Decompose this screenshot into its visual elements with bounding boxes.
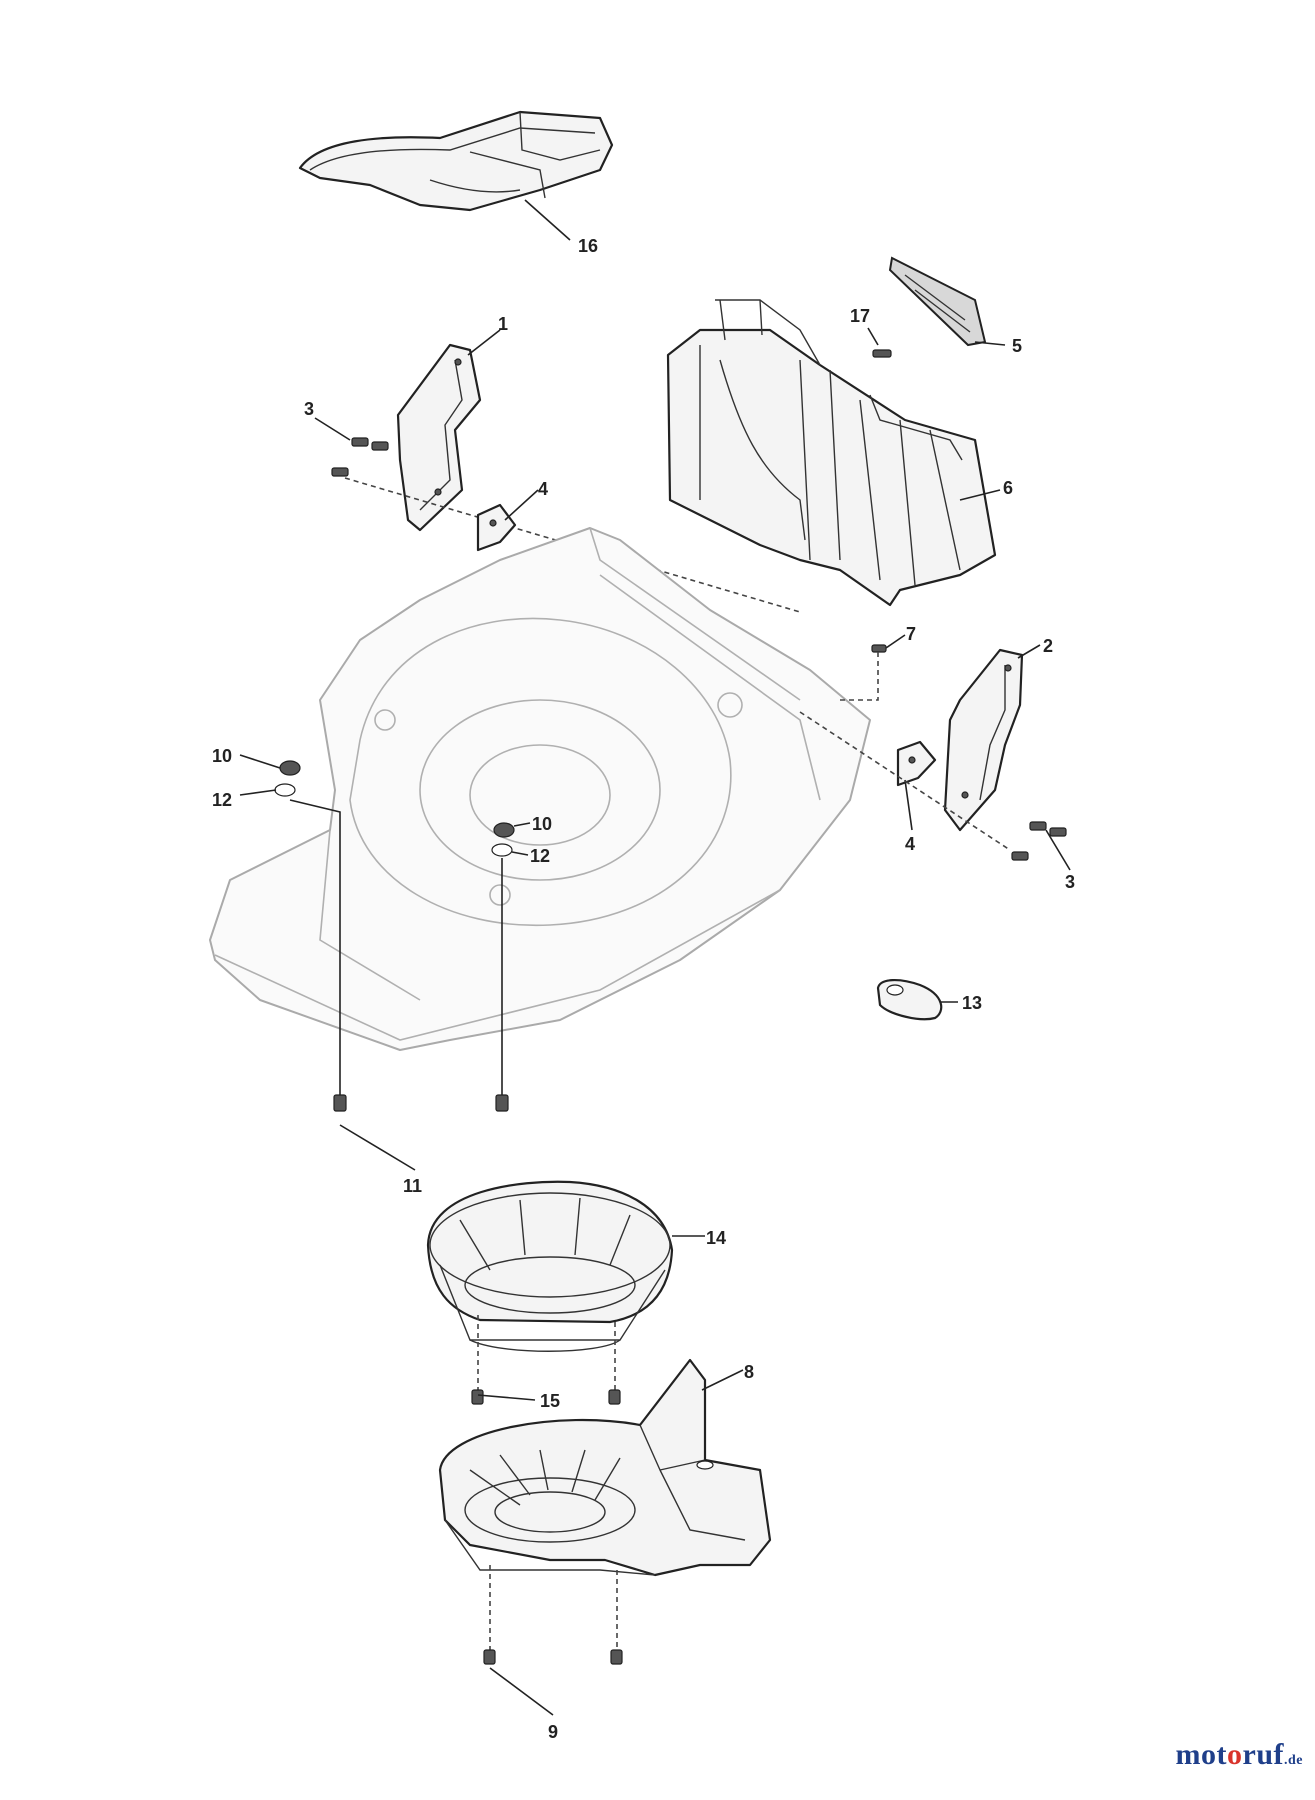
- callout-16: 16: [578, 236, 598, 256]
- callout-12-center: 12: [530, 846, 550, 866]
- callout-14: 14: [706, 1228, 726, 1248]
- callout-6: 6: [1003, 478, 1013, 498]
- callout-12-left: 12: [212, 790, 232, 810]
- part-16-handle-grip: [298, 110, 614, 212]
- part-11-bolts: [289, 799, 509, 1112]
- callout-1: 1: [498, 314, 508, 334]
- part-7-screw: [871, 644, 887, 653]
- callout-8: 8: [744, 1362, 754, 1382]
- part-12-washer-left: [274, 783, 296, 797]
- callout-11: 11: [403, 1176, 422, 1196]
- callout-17: 17: [850, 306, 870, 326]
- part-10-nut-center: [493, 822, 515, 838]
- callout-5: 5: [1012, 336, 1022, 356]
- motoruf-watermark-logo: motoruf.de: [1176, 1738, 1303, 1772]
- part-13-knob: [876, 979, 943, 1021]
- callout-13: 13: [962, 993, 982, 1013]
- part-5-flap: [888, 256, 987, 347]
- part-15-screws: [471, 1315, 621, 1405]
- part-2-right-bracket: [943, 648, 1024, 832]
- part-8-lower-baffle: [438, 1358, 772, 1577]
- watermark-part3: ruf: [1242, 1738, 1284, 1771]
- part-4-right-plate: [896, 740, 937, 787]
- part-17-pin: [872, 349, 892, 358]
- part-6-rear-housing: [666, 299, 997, 607]
- callout-2: 2: [1043, 636, 1053, 656]
- part-1-left-bracket: [396, 343, 482, 532]
- part-12-washer-center: [491, 843, 513, 857]
- watermark-tld: .de: [1284, 1753, 1303, 1768]
- callout-9: 9: [548, 1722, 558, 1742]
- mower-deck: [209, 527, 871, 1051]
- callout-4-left: 4: [538, 479, 548, 499]
- part-4-left-plate: [476, 503, 517, 552]
- part-3-screws-right: [1011, 821, 1067, 861]
- part-3-screws-left: [331, 437, 389, 477]
- callout-10-left: 10: [212, 746, 232, 766]
- part-9-screws: [483, 1565, 623, 1665]
- callout-10-center: 10: [532, 814, 552, 834]
- callout-15: 15: [540, 1391, 560, 1411]
- watermark-part2: o: [1227, 1738, 1243, 1771]
- watermark-part1: mot: [1175, 1738, 1227, 1771]
- part-14-upper-bowl: [426, 1180, 674, 1352]
- callout-4-right: 4: [905, 834, 915, 854]
- callout-3-right: 3: [1065, 872, 1075, 892]
- callout-7: 7: [906, 624, 916, 644]
- part-10-nut-left: [279, 760, 301, 776]
- callout-3-left: 3: [304, 399, 314, 419]
